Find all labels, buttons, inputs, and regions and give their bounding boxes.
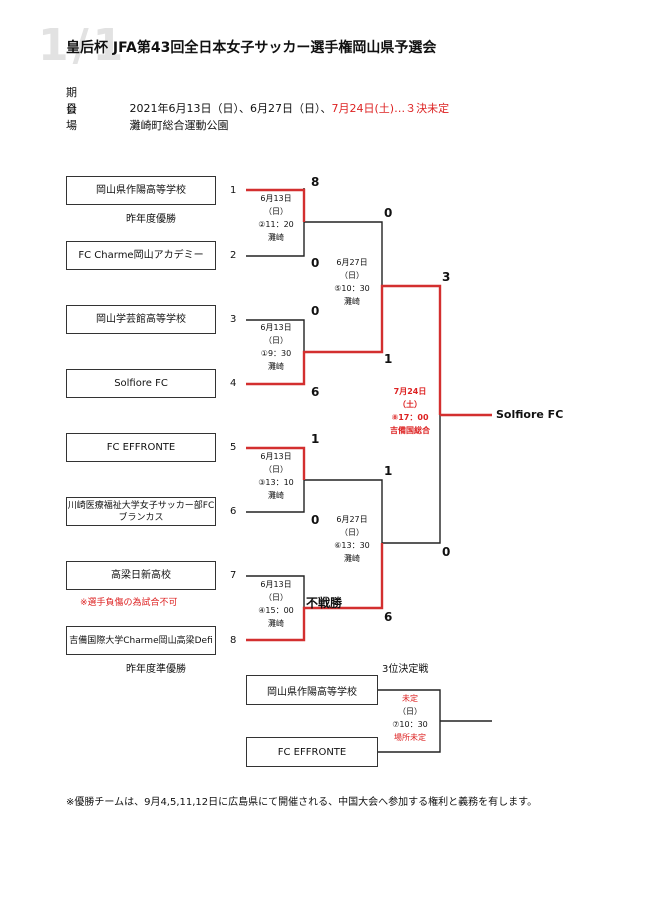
match-info-r1-3: 6月13日 （日） ③13：10 灘崎 (246, 450, 306, 502)
team-number: 4 (230, 378, 237, 389)
match-time: ③13：10 (258, 478, 294, 487)
score: 1 (384, 352, 393, 366)
venue-value: 灘崎町総合運動公園 (129, 119, 229, 132)
page-title: 皇后杯 JFA第43回全日本女子サッカー選手権岡山県予選会 (66, 40, 437, 56)
champion-label: Solfiore FC (496, 408, 564, 421)
team-box-6: 川崎医療福祉大学女子サッカー部FCブランカス (66, 497, 216, 526)
team-box-4: Solfiore FC (66, 369, 216, 398)
venue-label: 会 場 (66, 103, 90, 132)
score: 0 (384, 206, 393, 220)
dates-value: 2021年6月13日（日）、6月27日（日）、 (129, 102, 332, 115)
match-info-sf-1: 6月27日 （日） ⑤10：30 灘崎 (322, 256, 382, 308)
score: 6 (311, 385, 320, 399)
match-day: （日） (264, 593, 288, 602)
match-time: ⑦10：30 (392, 720, 428, 729)
team-number: 3 (230, 314, 237, 325)
match-venue: 灘崎 (268, 233, 284, 242)
score: 1 (384, 464, 393, 478)
match-day: （土） (398, 400, 422, 409)
team-box-1: 岡山県作陽高等学校 (66, 176, 216, 205)
team-number: 1 (230, 185, 237, 196)
score: 0 (311, 513, 320, 527)
team-name: 川崎医療福祉大学女子サッカー部FCブランカス (67, 500, 215, 523)
team-name: Solfiore FC (114, 377, 168, 389)
match-venue: 灘崎 (344, 554, 360, 563)
footnote: ※優勝チームは、9月4,5,11,12日に広島県にて開催される、中国大会へ参加す… (66, 797, 538, 808)
team-name: 高梁日新高校 (111, 569, 171, 581)
match-info-r1-2: 6月13日 （日） ①9：30 灘崎 (246, 321, 306, 373)
dates-label: 期 日 (66, 86, 90, 115)
team-number: 6 (230, 506, 237, 517)
score: 0 (311, 304, 320, 318)
dates-row: 期 日 2021年6月13日（日）、6月27日（日）、7月24日(土)…３決未定 (66, 84, 449, 116)
team-box-5: FC EFFRONTE (66, 433, 216, 462)
score: 6 (384, 610, 393, 624)
match-time: ⑧17：00 (391, 413, 429, 422)
match-date: 6月13日 (260, 452, 292, 461)
page-number-watermark: 1/1 (38, 20, 128, 71)
dates-red: 7月24日(土)…３決未定 (331, 102, 450, 115)
match-day: （日） (340, 528, 364, 537)
venue-row: 会 場 灘崎町総合運動公園 (66, 101, 229, 133)
score: 3 (442, 270, 451, 284)
match-venue: 吉備国総合 (390, 426, 430, 435)
match-date: 7月24日 (393, 387, 427, 396)
match-day: （日） (340, 271, 364, 280)
score: 1 (311, 432, 320, 446)
team-note: 昨年度優勝 (126, 214, 176, 225)
third-place-label: 3位決定戦 (382, 664, 429, 675)
match-venue: 灘崎 (344, 297, 360, 306)
match-day: （日） (398, 707, 422, 716)
team-box-2: FC Charme岡山アカデミー (66, 241, 216, 270)
score: 8 (311, 175, 320, 189)
match-time: ⑥13：30 (334, 541, 370, 550)
score: 0 (311, 256, 320, 270)
team-number: 8 (230, 635, 237, 646)
match-date: 6月13日 (260, 323, 292, 332)
team-name: FC Charme岡山アカデミー (78, 249, 204, 261)
match-info-r1-1: 6月13日 （日） ②11：20 灘崎 (246, 192, 306, 244)
match-time: ⑤10：30 (334, 284, 370, 293)
score: 0 (442, 545, 451, 559)
match-time: ②11：20 (258, 220, 294, 229)
match-day: （日） (264, 465, 288, 474)
match-venue: 場所未定 (394, 733, 426, 742)
score: 不戦勝 (306, 596, 343, 610)
team-name: FC EFFRONTE (277, 746, 347, 758)
team-name: 岡山県作陽高等学校 (96, 184, 186, 196)
third-place-team-b: FC EFFRONTE (246, 737, 378, 767)
match-date: 6月13日 (260, 194, 292, 203)
team-name: 岡山県作陽高等学校 (267, 686, 357, 698)
team-box-7: 高梁日新高校 (66, 561, 216, 590)
match-info-r1-4: 6月13日 （日） ④15：00 灘崎 (246, 578, 306, 630)
match-date: 6月27日 (336, 258, 368, 267)
match-time: ④15：00 (258, 606, 294, 615)
match-date: 6月13日 (260, 580, 292, 589)
team-name: 吉備国際大学Charme岡山高梁Defi (69, 635, 213, 646)
match-day: （日） (264, 207, 288, 216)
team-name: 岡山学芸館高等学校 (96, 313, 186, 325)
team-number: 5 (230, 442, 237, 453)
match-venue: 灘崎 (268, 362, 284, 371)
team-number: 7 (230, 570, 237, 581)
match-info-final: 7月24日 （土） ⑧17：00 吉備国総合 (380, 385, 440, 437)
team-box-3: 岡山学芸館高等学校 (66, 305, 216, 334)
team-note: 昨年度準優勝 (126, 664, 186, 675)
match-venue: 灘崎 (268, 619, 284, 628)
team-number: 2 (230, 250, 237, 261)
match-date: 6月27日 (336, 515, 368, 524)
third-place-team-a: 岡山県作陽高等学校 (246, 675, 378, 705)
match-venue: 灘崎 (268, 491, 284, 500)
match-time: ①9：30 (260, 349, 292, 358)
team-name: FC EFFRONTE (106, 441, 176, 453)
team-note: ※選手負傷の為試合不可 (80, 598, 178, 608)
match-info-sf-2: 6月27日 （日） ⑥13：30 灘崎 (322, 513, 382, 565)
match-date: 未定 (402, 694, 418, 703)
match-info-third: 未定 （日） ⑦10：30 場所未定 (380, 692, 440, 744)
match-day: （日） (264, 336, 288, 345)
team-box-8: 吉備国際大学Charme岡山高梁Defi (66, 626, 216, 655)
